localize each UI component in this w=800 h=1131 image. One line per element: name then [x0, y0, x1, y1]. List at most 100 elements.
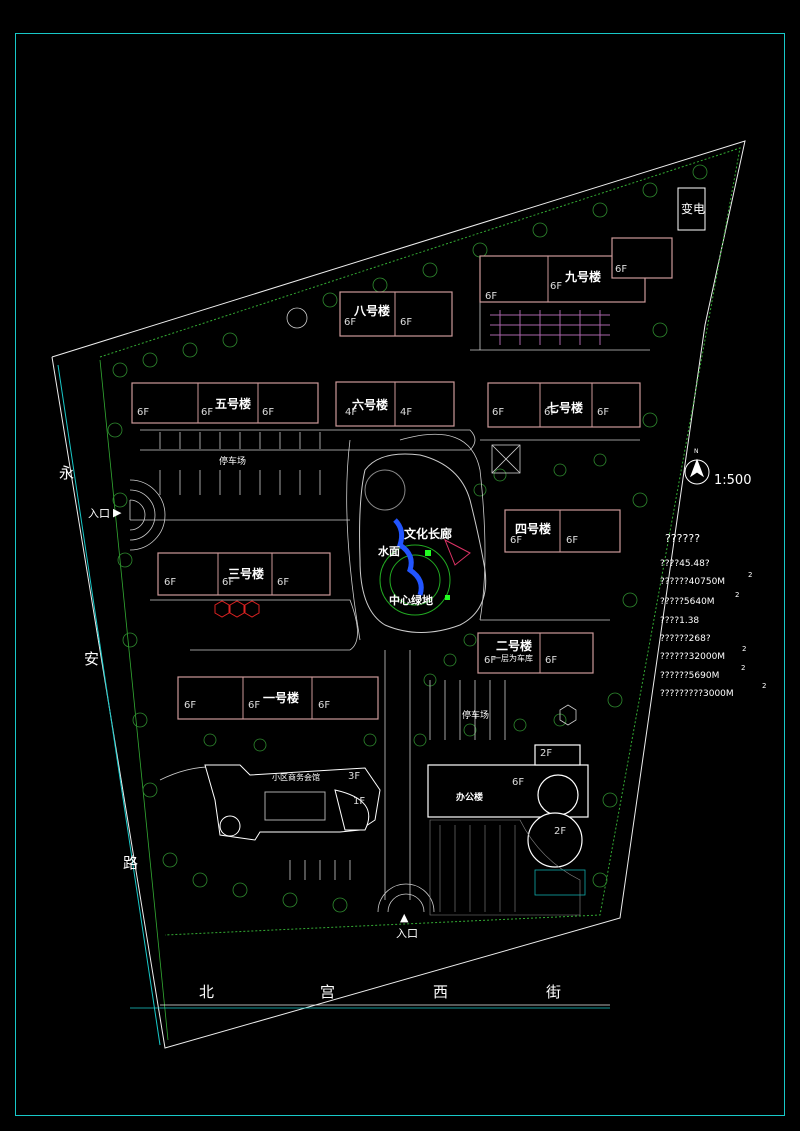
- water-label: 水面: [378, 545, 400, 558]
- floor-label: 2F: [540, 748, 553, 759]
- west-entrance-label: 入口: [88, 507, 110, 520]
- drawing-frame: [15, 33, 785, 1116]
- entrance-arrow-icon: ▲: [400, 911, 409, 924]
- floor-label: 6F: [400, 317, 413, 328]
- building-7-label: 七号楼: [547, 401, 584, 415]
- building-5-label: 五号楼: [215, 397, 252, 411]
- teal-paving: [534, 869, 586, 896]
- floor-label: 6F: [615, 264, 628, 275]
- floor-label: 6F: [248, 700, 261, 711]
- green-label: 中心绿地: [389, 594, 433, 607]
- floor-label: 6F: [492, 407, 505, 418]
- west-road-char: 永: [59, 464, 75, 482]
- floor-label: 6F: [344, 317, 357, 328]
- west-road-char: 安: [84, 650, 100, 668]
- north-label: N: [694, 448, 699, 455]
- gallery-label: 文化长廊: [404, 527, 453, 541]
- stats-row: ????1.38: [660, 616, 700, 626]
- floor-label: 3F: [348, 771, 361, 782]
- west-road-line-2: [99, 359, 169, 1041]
- site-boundary: [51, 140, 746, 1049]
- inner-boundary: [99, 147, 741, 936]
- floor-label: 6F: [262, 407, 275, 418]
- floor-label: 6F: [184, 700, 197, 711]
- substation-box: [677, 187, 706, 231]
- stats-row: ??????5690M: [660, 671, 720, 681]
- building-2-note: 一层为车库: [493, 654, 533, 663]
- building-dividers: [197, 256, 593, 719]
- building-3-label: 三号楼: [228, 567, 265, 581]
- stats-row: ??????32000M: [660, 652, 726, 662]
- office-plaza: [429, 819, 581, 916]
- building-4-outline: [504, 509, 621, 553]
- south-road-char: 北: [199, 983, 215, 1001]
- office-building: [427, 744, 589, 868]
- stats-row: ??????268?: [660, 634, 711, 644]
- floor-label: 6F: [277, 577, 290, 588]
- stats-sup: 2: [735, 591, 740, 599]
- parking-label-2: 停车场: [462, 711, 490, 721]
- stats-sup: 2: [741, 664, 746, 672]
- floor-label: 6F: [222, 577, 235, 588]
- water-feature: [393, 518, 424, 596]
- south-road-char: 西: [433, 983, 449, 1001]
- building-1-label: 一号楼: [263, 691, 300, 705]
- floor-label: 6F: [318, 700, 331, 711]
- building-2-label: 二号楼: [496, 639, 533, 653]
- building-6-label: 六号楼: [352, 398, 389, 412]
- south-entrance-label: 入口: [396, 927, 418, 940]
- west-road-char: 路: [123, 854, 139, 872]
- building-4-label: 四号楼: [515, 522, 552, 536]
- building-9-label: 九号楼: [565, 270, 602, 284]
- stats-row: ??????40750M: [660, 577, 726, 587]
- building-3-outline: [157, 552, 331, 596]
- stats-sup: 2: [762, 682, 767, 690]
- clubhouse: [204, 764, 381, 841]
- north-arrow-icon: [684, 458, 710, 485]
- hex-pavers: [214, 600, 260, 618]
- green-marker-2: [445, 595, 450, 600]
- floor-label: 6F: [164, 577, 177, 588]
- stats-sup: 2: [742, 645, 747, 653]
- green-marker: [425, 550, 431, 556]
- parking-stalls: [159, 432, 506, 880]
- floor-label: 6F: [566, 535, 579, 546]
- building-1-outline: [177, 676, 379, 720]
- gazebos: [286, 307, 577, 726]
- building-5-outline: [131, 382, 319, 424]
- floor-label: 2F: [554, 826, 567, 837]
- south-road-char: 街: [546, 983, 562, 1001]
- floor-label: 6F: [512, 777, 525, 788]
- south-road-char: 宫: [320, 983, 336, 1001]
- tree-canopy: [107, 164, 708, 913]
- floor-label: 6F: [201, 407, 214, 418]
- building-9-ext: [611, 237, 673, 279]
- floor-label: 6F: [544, 407, 557, 418]
- building-8-outline: [339, 291, 453, 337]
- floor-label: 6F: [597, 407, 610, 418]
- stats-row: ?????5640M: [660, 597, 715, 607]
- scale-label: 1:500: [714, 473, 752, 488]
- building-2-outline: [477, 632, 594, 674]
- stats-row: ?????????3000M: [660, 689, 734, 699]
- internal-roads: [129, 260, 650, 900]
- substation-label: 变电: [681, 202, 706, 216]
- south-entrance-plaza: [377, 883, 435, 913]
- floor-label: 6F: [550, 281, 563, 292]
- entrance-arrow-icon: ▶: [113, 506, 122, 519]
- stats-title: ??????: [665, 532, 701, 545]
- building-7-outline: [487, 382, 641, 428]
- floor-label: 6F: [484, 655, 497, 666]
- floor-label: 4F: [345, 407, 358, 418]
- stats-sup: 2: [748, 571, 753, 579]
- floor-label: 1F: [353, 796, 366, 807]
- building-outlines: [131, 237, 673, 720]
- west-entrance-plaza: [129, 479, 166, 551]
- central-garden: [359, 453, 487, 633]
- pergola: [490, 310, 610, 345]
- parking-label: 停车场: [219, 457, 247, 467]
- floor-label: 6F: [545, 655, 558, 666]
- floor-label: 6F: [510, 535, 523, 546]
